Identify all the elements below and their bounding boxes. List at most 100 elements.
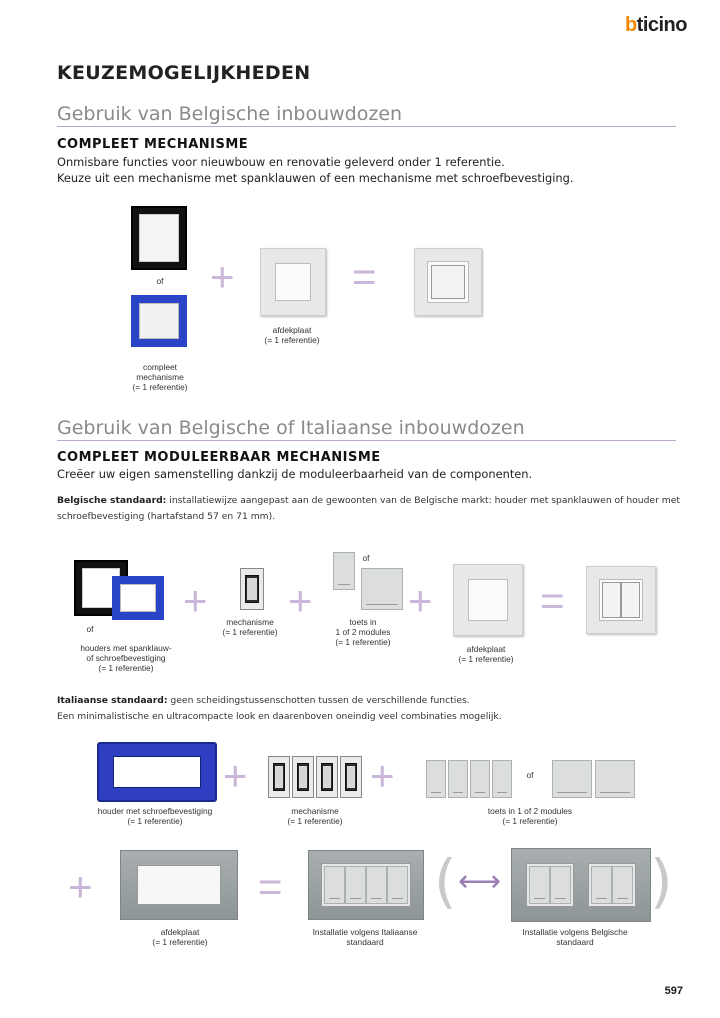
caption-line: houders met spanklauw- bbox=[80, 643, 172, 653]
italian-standard-desc: geen scheidingstussenschotten tussen de … bbox=[167, 695, 470, 706]
caption-line: houder met schroefbevestiging bbox=[97, 806, 213, 816]
result-switch-image bbox=[414, 248, 482, 316]
mechanism-claws-image bbox=[131, 206, 187, 270]
caption-line: standaard bbox=[556, 937, 594, 947]
section2-of1: of bbox=[86, 624, 94, 634]
italian-plate-caption: afdekplaat (= 1 referentie) bbox=[130, 927, 230, 947]
italian-installation-image bbox=[308, 850, 424, 920]
result-double-switch-image bbox=[586, 566, 656, 634]
caption-line: (= 1 referentie) bbox=[127, 816, 183, 826]
plus-sign: + bbox=[408, 577, 433, 624]
mechanism-module-image bbox=[292, 756, 314, 798]
page-number: 597 bbox=[664, 985, 683, 997]
plus-sign: + bbox=[370, 752, 395, 799]
caption-line: mechanisme bbox=[226, 617, 274, 627]
italian-standard-text1: Italiaanse standaard: geen scheidingstus… bbox=[57, 693, 470, 709]
belgian-standard-desc: installatiewijze aangepast aan de gewoon… bbox=[166, 495, 680, 506]
equals-sign: = bbox=[352, 253, 377, 300]
logo-text: ticino bbox=[636, 14, 688, 36]
belgian-installation-image bbox=[511, 848, 651, 922]
section1-line2: Keuze uit een mechanisme met spanklauwen… bbox=[57, 171, 574, 185]
caption-line: (= 1 referentie) bbox=[264, 335, 320, 345]
logo-b: b bbox=[624, 14, 637, 36]
paren-open: ( bbox=[434, 847, 457, 915]
mechanism-module-image bbox=[340, 756, 362, 798]
key-1module-image bbox=[426, 760, 446, 798]
section1-rule bbox=[57, 126, 676, 127]
key-2module-image bbox=[361, 568, 403, 610]
caption-line: (= 1 referentie) bbox=[335, 637, 391, 647]
italian-installation-caption: Installatie volgens Italiaanse standaard bbox=[300, 927, 430, 947]
caption-line: Installatie volgens Belgische bbox=[522, 927, 628, 937]
caption-line: afdekplaat bbox=[272, 325, 312, 335]
caption-line: compleet bbox=[143, 362, 177, 372]
caption-line: (= 1 referentie) bbox=[287, 816, 343, 826]
caption-line: Installatie volgens Italiaanse bbox=[312, 927, 418, 937]
section2-subtitle: COMPLEET MODULEERBAAR MECHANISME bbox=[57, 450, 381, 465]
italian-mechanism-caption: mechanisme (= 1 referentie) bbox=[270, 806, 360, 826]
caption-line: 1 of 2 modules bbox=[335, 627, 391, 637]
section1-subtitle: COMPLEET MECHANISME bbox=[57, 137, 249, 152]
cover-plate-image bbox=[453, 564, 523, 636]
caption-line: (= 1 referentie) bbox=[152, 937, 208, 947]
italian-holder-caption: houder met schroefbevestiging (= 1 refer… bbox=[80, 806, 230, 826]
section1-plate-caption: afdekplaat (= 1 referentie) bbox=[252, 325, 332, 345]
section2-rule bbox=[57, 440, 676, 441]
mechanism-module-image bbox=[240, 568, 264, 610]
italian-plate-image bbox=[120, 850, 238, 920]
paren-close: ) bbox=[650, 847, 673, 915]
cover-plate-image bbox=[260, 248, 326, 316]
caption-line: afdekplaat bbox=[160, 927, 200, 937]
caption-line: (= 1 referentie) bbox=[132, 382, 188, 392]
plate-caption: afdekplaat (= 1 referentie) bbox=[446, 644, 526, 664]
holders-caption: houders met spanklauw- of schroefbevesti… bbox=[66, 643, 186, 673]
bticino-logo: bticino bbox=[624, 14, 688, 37]
italian-keys-caption: toets in 1 of 2 modules (= 1 referentie) bbox=[470, 806, 590, 826]
plus-sign: + bbox=[183, 577, 208, 624]
key-2module-image bbox=[595, 760, 635, 798]
key-1module-image bbox=[448, 760, 468, 798]
caption-line: afdekplaat bbox=[466, 644, 506, 654]
section1-title: Gebruik van Belgische inbouwdozen bbox=[57, 103, 403, 125]
keys-caption: toets in 1 of 2 modules (= 1 referentie) bbox=[318, 617, 408, 647]
section1-of: of bbox=[156, 276, 164, 286]
belgian-standard-text1: Belgische standaard: installatiewijze aa… bbox=[57, 493, 680, 509]
plus-sign: + bbox=[223, 752, 248, 799]
caption-line: (= 1 referentie) bbox=[458, 654, 514, 664]
page-title: KEUZEMOGELIJKHEDEN bbox=[57, 62, 311, 84]
italian-holder-image bbox=[97, 742, 217, 802]
key-1module-image bbox=[333, 552, 355, 590]
plus-sign: + bbox=[210, 253, 235, 300]
equals-sign: = bbox=[258, 863, 283, 910]
mechanism-caption: mechanisme (= 1 referentie) bbox=[210, 617, 290, 637]
section2-of3: of bbox=[526, 770, 534, 780]
belgian-installation-caption: Installatie volgens Belgische standaard bbox=[510, 927, 640, 947]
equals-sign: = bbox=[540, 577, 565, 624]
italian-standard-text2: Een minimalistische en ultracompacte loo… bbox=[57, 711, 502, 722]
key-2module-image bbox=[552, 760, 592, 798]
belgian-standard-label: Belgische standaard: bbox=[57, 495, 167, 506]
caption-line: standaard bbox=[346, 937, 384, 947]
key-1module-image bbox=[470, 760, 490, 798]
key-1module-image bbox=[492, 760, 512, 798]
mechanism-module-image bbox=[316, 756, 338, 798]
caption-line: (= 1 referentie) bbox=[502, 816, 558, 826]
caption-line: mechanisme bbox=[291, 806, 339, 816]
plus-sign: + bbox=[288, 577, 313, 624]
mechanism-screw-image bbox=[131, 295, 187, 347]
section1-mech-caption: compleet mechanisme (= 1 referentie) bbox=[120, 362, 200, 392]
mechanism-module-image bbox=[268, 756, 290, 798]
holder-screw-image bbox=[112, 576, 164, 620]
section2-of2: of bbox=[362, 553, 370, 563]
belgian-standard-text2: schroefbevestiging (hartafstand 57 en 71… bbox=[57, 511, 276, 522]
section2-line1: Creëer uw eigen samenstelling dankzij de… bbox=[57, 467, 533, 481]
caption-line: toets in bbox=[349, 617, 377, 627]
section2-title: Gebruik van Belgische of Italiaanse inbo… bbox=[57, 417, 525, 439]
plus-sign: + bbox=[68, 863, 93, 910]
italian-standard-label: Italiaanse standaard: bbox=[57, 695, 168, 706]
caption-line: of schroefbevestiging bbox=[86, 653, 166, 663]
caption-line: (= 1 referentie) bbox=[98, 663, 154, 673]
caption-line: mechanisme bbox=[136, 372, 184, 382]
double-arrow-icon: ⟷ bbox=[458, 864, 502, 899]
section1-line1: Onmisbare functies voor nieuwbouw en ren… bbox=[57, 155, 505, 169]
